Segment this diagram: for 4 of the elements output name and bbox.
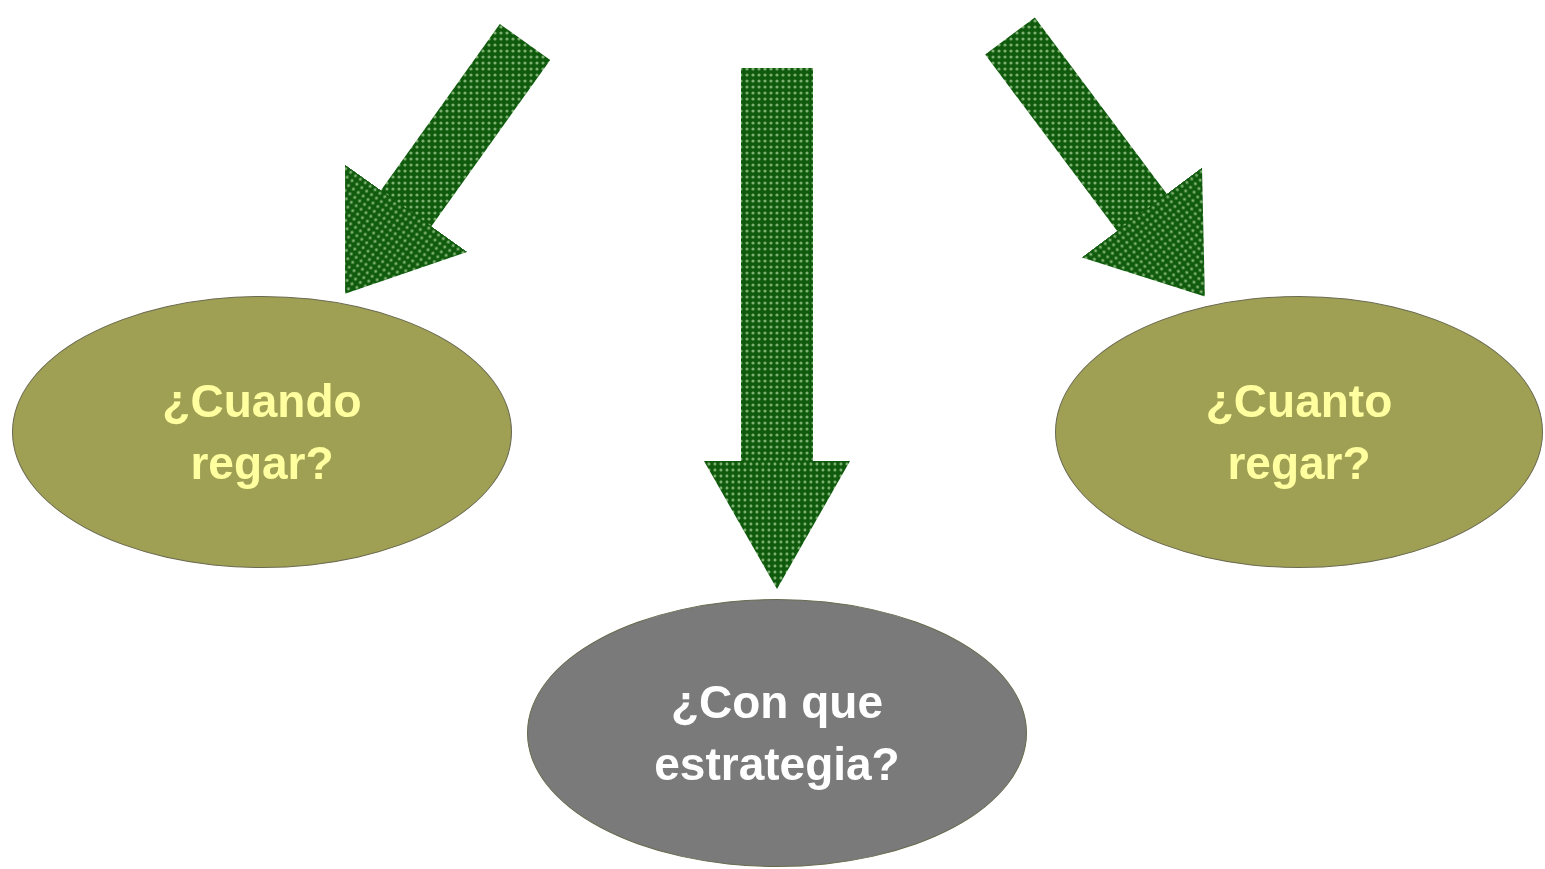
question-text: ¿Cuanto regar?: [1204, 374, 1394, 491]
question-text: ¿Cuando regar?: [161, 374, 363, 491]
question-text: ¿Con que estrategia?: [653, 675, 901, 792]
block-arrow: [704, 68, 850, 589]
